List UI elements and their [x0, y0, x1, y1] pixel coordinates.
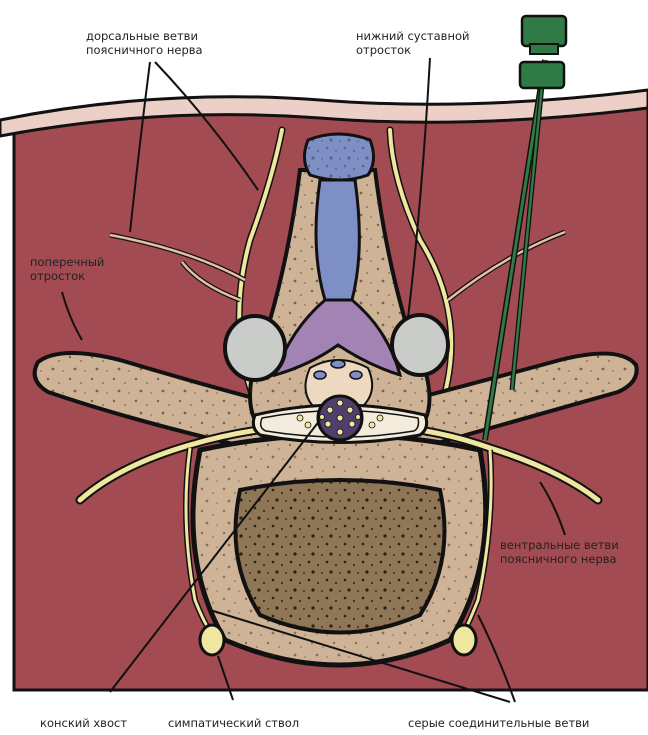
label-sympathetic-trunk: симпатический ствол: [168, 716, 299, 730]
facet-joint-right: [392, 315, 448, 375]
label-ventral-rami-line1: вентральные ветви: [500, 538, 619, 552]
label-dorsal-rami-line2: поясничного нерва: [86, 43, 203, 57]
label-cauda-equina: конский хвост: [40, 716, 127, 730]
label-transverse-process-line1: поперечный: [30, 255, 104, 269]
label-inferior-articular-line2: отросток: [356, 43, 411, 57]
spinous-process: [316, 180, 359, 300]
sympathetic-ganglion-left: [200, 625, 224, 655]
needle-hub-top: [522, 16, 566, 46]
label-ventral-rami-line2: поясничного нерва: [500, 552, 617, 566]
facet-joint-left: [225, 316, 285, 380]
label-inferior-articular-line1: нижний суставной: [356, 29, 469, 43]
needle-hub-bottom: [520, 62, 564, 88]
label-gray-rami: серые соединительные ветви: [408, 716, 589, 730]
label-transverse-process-line2: отросток: [30, 269, 85, 283]
sympathetic-ganglion-right: [452, 625, 476, 655]
label-dorsal-rami-line1: дорсальные ветви: [86, 29, 198, 43]
